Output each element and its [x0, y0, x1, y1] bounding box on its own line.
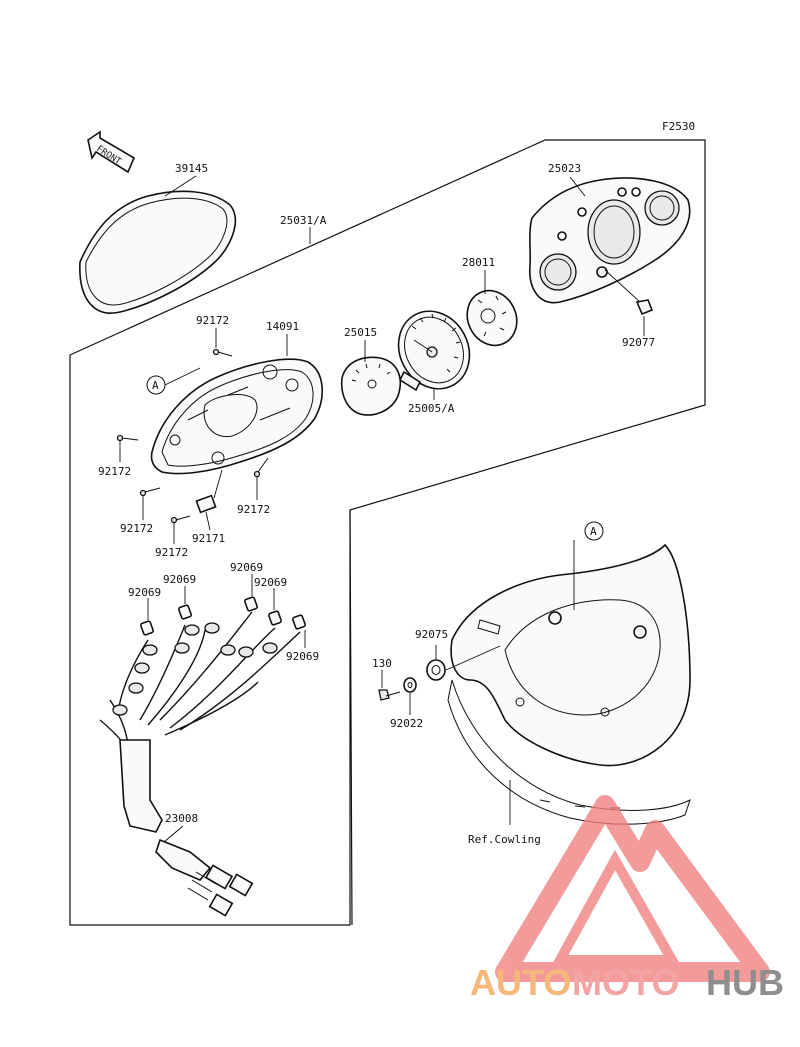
front-arrow-icon: FRONT: [87, 130, 136, 174]
label-92069-d: 92069: [254, 576, 287, 589]
screw-92172-top: [212, 348, 233, 357]
label-92069-c: 92069: [230, 561, 263, 574]
callout-a-case-letter: A: [152, 379, 159, 392]
watermark-logo-icon: [495, 795, 770, 982]
bolt-130: [378, 689, 401, 701]
label-92022: 92022: [390, 717, 423, 730]
figure-code: F2530: [662, 120, 695, 133]
clip-92171: [195, 494, 217, 514]
harness-sockets: [112, 622, 278, 716]
label-92069-e: 92069: [286, 650, 319, 663]
label-25015: 25015: [344, 326, 377, 339]
dial-28011: [466, 289, 518, 347]
label-92172-lower-left: 92172: [120, 522, 153, 535]
wiring-harness-23008: [99, 611, 301, 917]
label-92171: 92171: [192, 532, 225, 545]
grommet-92077: [635, 299, 654, 316]
meter-case-14091: [150, 358, 324, 475]
label-28011: 28011: [462, 256, 495, 269]
screw-92172-right: [253, 457, 269, 478]
bulb-92069-b: [178, 604, 192, 620]
label-ref-cowling: Ref.Cowling: [468, 833, 541, 846]
bulb-92069-a: [140, 620, 154, 636]
label-92069-b: 92069: [163, 573, 196, 586]
assembly-frame: [69, 139, 706, 926]
bulb-92069-d: [268, 610, 282, 626]
bulb-92069-c: [244, 596, 258, 612]
label-25023: 25023: [548, 162, 581, 175]
screw-92172-lower-left: [139, 487, 161, 497]
screw-92172-left: [116, 434, 139, 442]
label-92069-a: 92069: [128, 586, 161, 599]
callout-a-cowling-letter: A: [590, 525, 597, 538]
meter-cover-25023: [529, 177, 691, 304]
label-39145: 39145: [175, 162, 208, 175]
callout-a-case: A: [146, 367, 201, 395]
label-14091: 14091: [266, 320, 299, 333]
grommet-92075: [426, 659, 446, 681]
label-25005A: 25005/A: [408, 402, 455, 415]
label-92077: 92077: [622, 336, 655, 349]
label-92075: 92075: [415, 628, 448, 641]
label-130: 130: [372, 657, 392, 670]
speedometer-25005A: [397, 310, 471, 392]
watermark-hub: HUB: [706, 962, 784, 1003]
watermark-text: AUTO MOTO HUB: [470, 962, 784, 1003]
watermark-auto: AUTO: [470, 962, 571, 1003]
callout-a-cowling: A: [573, 521, 604, 610]
label-23008: 23008: [165, 812, 198, 825]
label-92172-top: 92172: [196, 314, 229, 327]
label-92172-bottom: 92172: [155, 546, 188, 559]
label-25031A: 25031/A: [280, 214, 327, 227]
label-92172-right: 92172: [237, 503, 270, 516]
gasket-39145: [79, 190, 237, 314]
label-92172-left: 92172: [98, 465, 131, 478]
cowling-ref: [447, 543, 691, 825]
bulb-92069-e: [292, 614, 306, 630]
screw-92172-bottom: [170, 515, 191, 524]
washer-92022: [403, 677, 417, 693]
watermark-moto: MOTO: [572, 962, 679, 1003]
cowling-frame: [349, 509, 353, 926]
tachometer-25015: [340, 356, 402, 416]
